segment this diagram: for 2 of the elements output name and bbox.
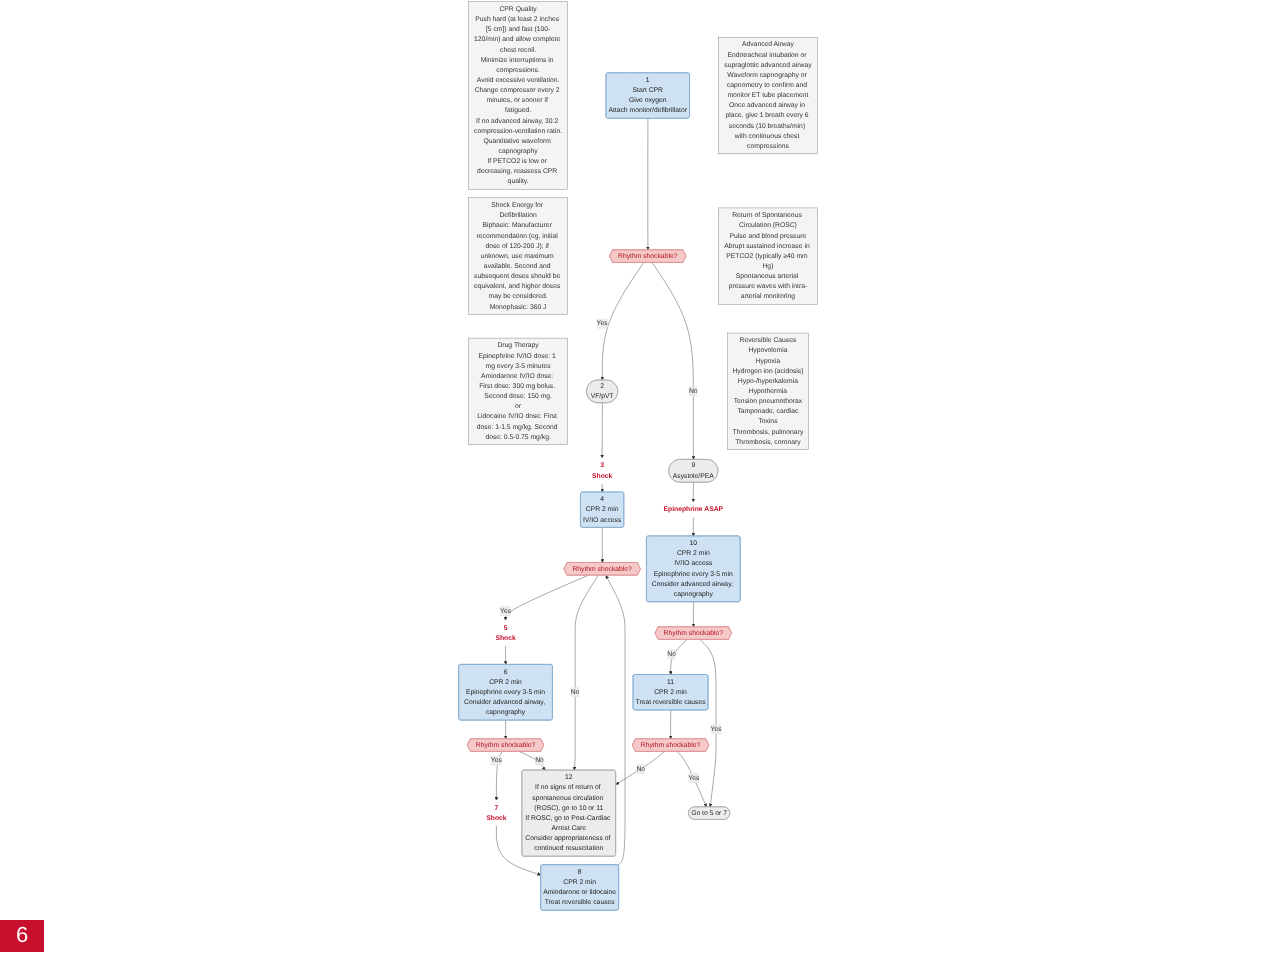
page-number: 6	[0, 920, 45, 952]
arrow	[600, 483, 605, 493]
